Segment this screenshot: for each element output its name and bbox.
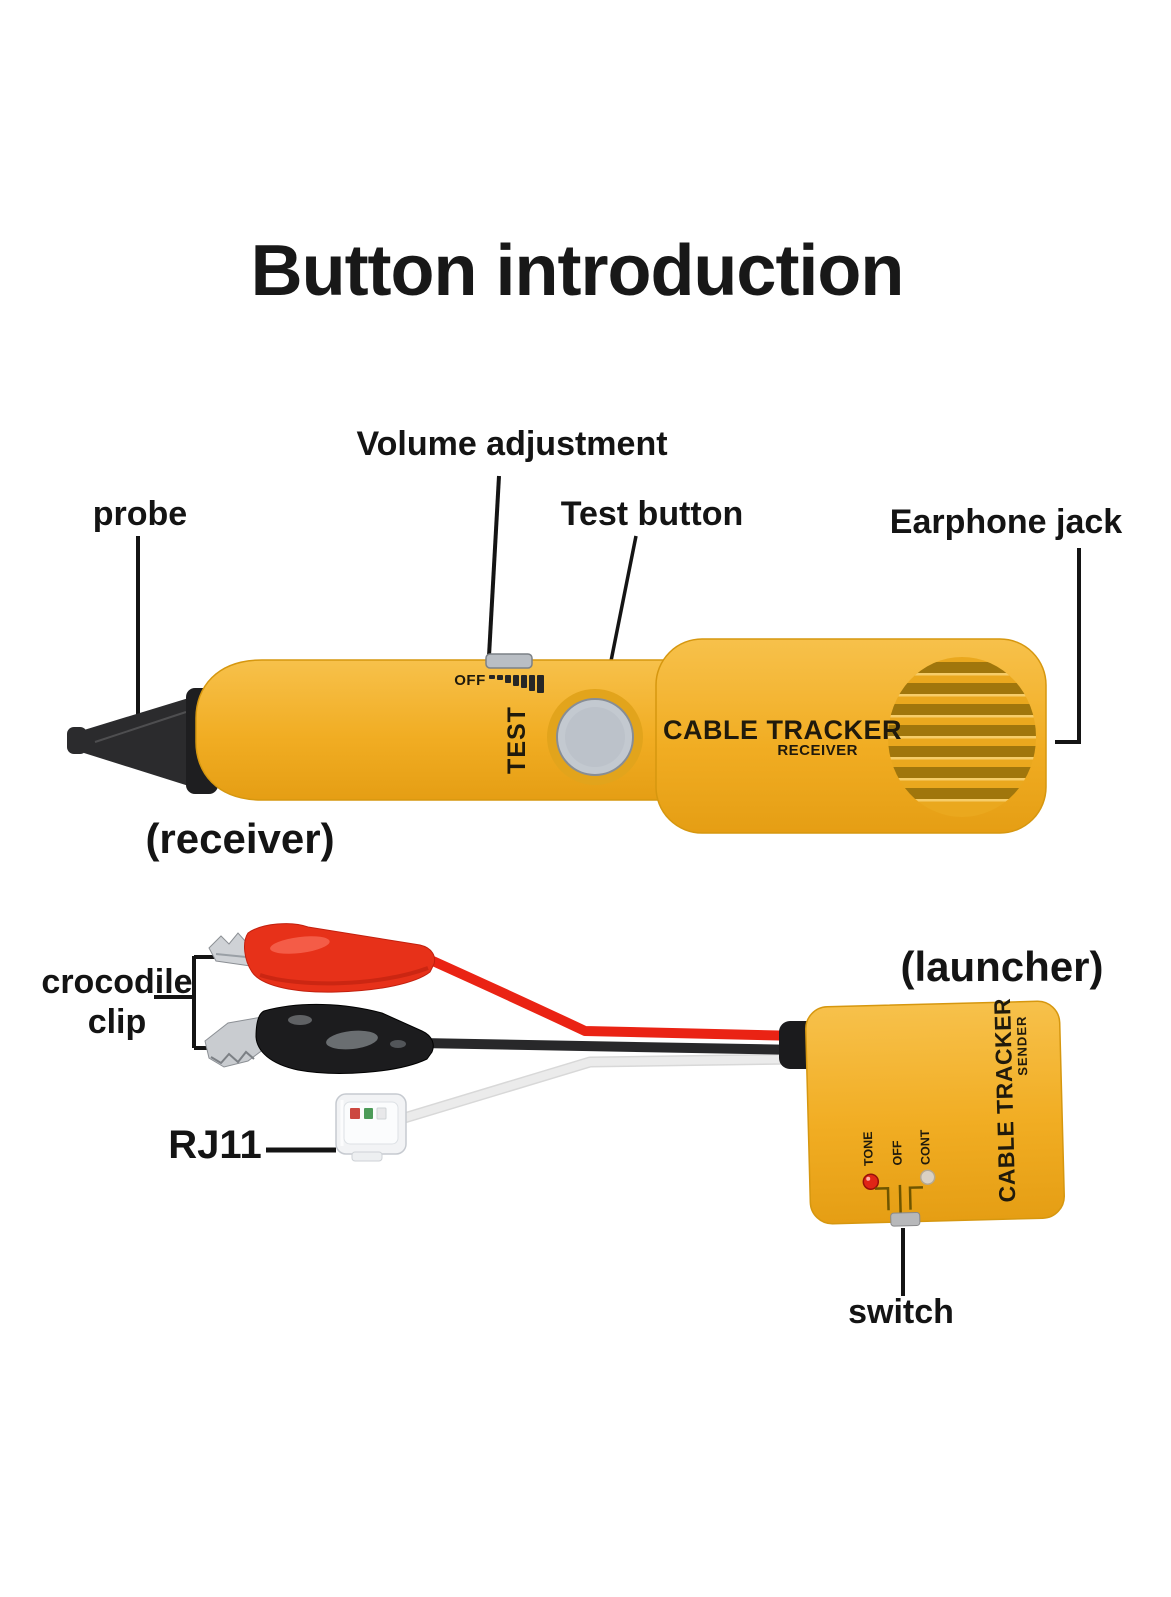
earphone-jack-label: Earphone jack bbox=[889, 503, 1123, 541]
cont-led bbox=[919, 1169, 936, 1185]
rj11-wire-outline bbox=[395, 1053, 805, 1125]
speaker-slats bbox=[888, 662, 1036, 802]
red-crocodile-clip bbox=[208, 923, 436, 993]
slide-switch[interactable] bbox=[890, 1212, 921, 1227]
receiver-volume-off-marking: OFF bbox=[454, 672, 486, 690]
sender-tone-marking: TONE bbox=[860, 1131, 876, 1167]
rj11-contact-white bbox=[376, 1107, 387, 1120]
red-clip-shade bbox=[259, 966, 429, 986]
sender-markings-layer: CABLE TRACKER SENDER TONE OFF CONT bbox=[805, 998, 1065, 1225]
black-clip-jaw-teeth bbox=[210, 1050, 255, 1065]
volume-adjustment-label: Volume adjustment bbox=[356, 425, 668, 463]
sender-model-marking: SENDER bbox=[1013, 1015, 1031, 1076]
sender-illustration bbox=[805, 1000, 1065, 1227]
earphone-leader bbox=[1055, 548, 1081, 744]
test-button-label: Test button bbox=[560, 495, 744, 533]
receiver-illustration bbox=[67, 638, 1047, 834]
sender-off-marking: OFF bbox=[890, 1140, 905, 1166]
sender-cont-marking: CONT bbox=[917, 1129, 933, 1166]
tone-led-glint bbox=[866, 1176, 871, 1181]
crocodile-clip-label: crocodile clip bbox=[41, 963, 193, 1042]
probe-tip bbox=[67, 727, 87, 754]
receiver-model-marking: RECEIVER bbox=[777, 742, 858, 759]
black-clip-highlight-1 bbox=[326, 1030, 378, 1050]
volume-scale-bars bbox=[489, 675, 544, 693]
receiver-brand-marking: CABLE TRACKER bbox=[663, 715, 902, 745]
rj11-label: RJ11 bbox=[168, 1123, 262, 1167]
crocodile-bracket bbox=[154, 955, 221, 1050]
test-button-inner bbox=[565, 707, 625, 767]
red-clip-highlight bbox=[270, 936, 330, 954]
rj11-wire bbox=[397, 1055, 803, 1123]
probe-label: probe bbox=[92, 495, 188, 533]
rj11-contact-green bbox=[364, 1108, 373, 1119]
probe-highlight bbox=[94, 711, 187, 743]
black-wire bbox=[415, 1038, 806, 1055]
black-clip-highlight-3 bbox=[390, 1040, 406, 1048]
black-clip-highlight-2 bbox=[288, 1015, 312, 1025]
volume-wheel[interactable] bbox=[485, 653, 533, 669]
red-wire bbox=[419, 952, 806, 1041]
sender-body bbox=[805, 1000, 1065, 1225]
receiver-test-marking: TEST bbox=[502, 706, 531, 774]
rj11-latch bbox=[351, 1151, 383, 1162]
launcher-caption: (launcher) bbox=[900, 943, 1104, 990]
receiver-caption: (receiver) bbox=[145, 815, 335, 862]
leader-lines bbox=[136, 475, 1081, 1296]
switch-position-marks bbox=[874, 1184, 924, 1213]
rj11-contact-red bbox=[350, 1108, 360, 1119]
volume-leader bbox=[487, 475, 501, 657]
switch-label: switch bbox=[848, 1293, 954, 1331]
page-title: Button introduction bbox=[250, 231, 905, 311]
rj11-connector bbox=[335, 1093, 407, 1162]
wires bbox=[395, 952, 806, 1125]
black-crocodile-clip bbox=[204, 1003, 434, 1074]
